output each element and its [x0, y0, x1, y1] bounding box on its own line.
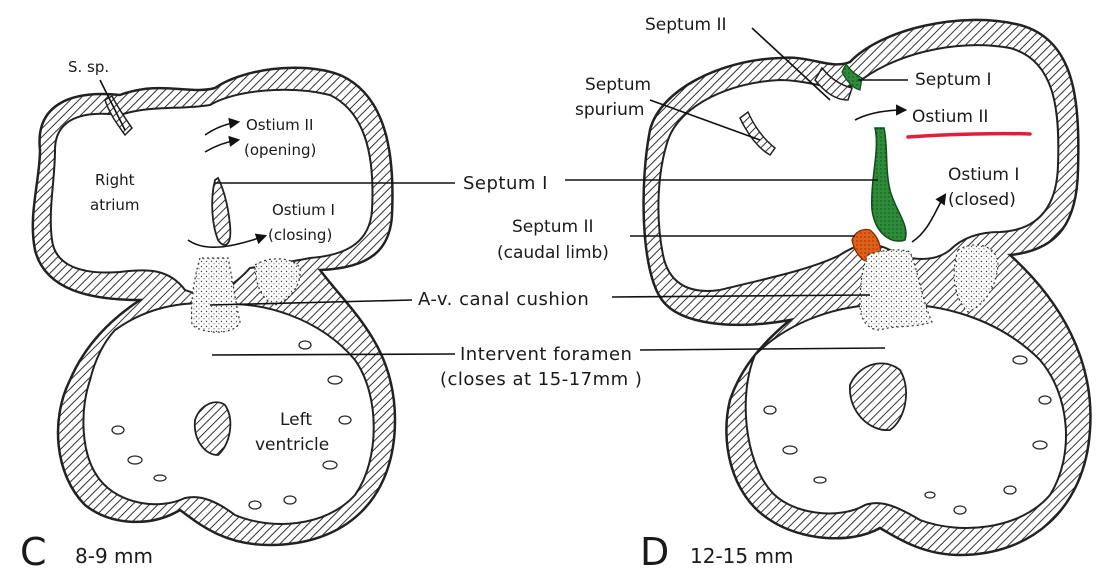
label-septum-spurium-2: spurium: [575, 100, 644, 120]
label-left-ventricle-1: Left: [280, 410, 312, 430]
label-intervent-foramen-1: Intervent foramen: [460, 344, 632, 365]
panel-c-size: 8-9 mm: [75, 544, 153, 568]
label-d-septum-ii-caudal-1: Septum II: [512, 217, 593, 237]
label-right-atrium-1: Right: [95, 171, 135, 189]
label-d-septum-i: Septum I: [915, 70, 991, 90]
panel-d-letter: D: [640, 530, 669, 574]
label-d-ostium-i-2: (closed): [948, 190, 1016, 210]
label-c-ostium-i-2: (closing): [268, 226, 332, 244]
label-d-septum-ii-caudal-2: (caudal limb): [497, 243, 609, 263]
label-intervent-foramen-2: (closes at 15-17mm ): [440, 369, 642, 390]
panel-d-size: 12-15 mm: [690, 544, 793, 568]
panel-c-heart: [33, 68, 395, 545]
label-c-ostium-ii-1: Ostium II: [246, 116, 313, 134]
panel-d-heart: [644, 20, 1091, 555]
label-septum-spurium-1: Septum: [585, 75, 651, 95]
panel-c-letter: C: [20, 530, 47, 574]
label-d-ostium-i-1: Ostium I: [948, 165, 1019, 185]
label-c-ostium-ii-2: (opening): [244, 141, 316, 159]
label-right-atrium-2: atrium: [90, 196, 140, 214]
label-d-ostium-ii: Ostium II: [912, 107, 988, 127]
label-d-septum-ii-top: Septum II: [645, 15, 726, 35]
leader-foramen-left: [212, 354, 455, 355]
label-av-canal-cushion: A-v. canal cushion: [418, 289, 589, 310]
label-left-ventricle-2: ventricle: [255, 435, 329, 455]
label-c-ostium-i-1: Ostium I: [272, 201, 335, 219]
label-s-sp: S. sp.: [68, 58, 109, 76]
label-septum-i-center: Septum I: [463, 173, 548, 194]
